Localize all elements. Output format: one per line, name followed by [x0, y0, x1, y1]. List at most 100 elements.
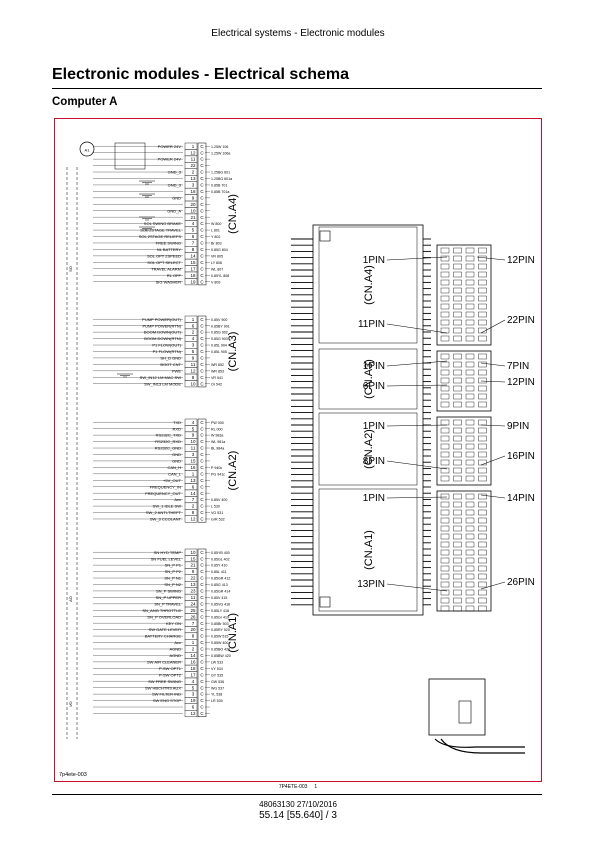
pin-number: 6	[192, 705, 195, 710]
contact-marker: C	[200, 634, 204, 639]
signal-label: POWER 24V	[158, 157, 182, 162]
pin-socket	[465, 327, 475, 334]
pin-socket	[453, 255, 462, 262]
wire-code: GY 535	[211, 673, 223, 677]
wire-code: 1.25BG 601	[211, 171, 230, 175]
wire-code: PG 941c	[211, 472, 225, 476]
pin-number: 9	[192, 433, 195, 438]
pin-socket	[440, 271, 450, 278]
document-reference: 48063130 27/10/2016	[259, 800, 337, 809]
signal-label: Acc	[174, 640, 181, 645]
pin-socket	[453, 501, 462, 508]
wire-code: 0.85B 701a	[211, 190, 229, 194]
pin-number: 21	[190, 215, 196, 220]
pin-cell	[184, 380, 198, 388]
plug-housing	[428, 678, 486, 736]
signal-label: TRAVEL ALARM	[151, 266, 181, 271]
pin-callout-leader	[480, 319, 506, 334]
pin-socket	[465, 475, 475, 482]
pin-callout-label: 26PIN	[507, 577, 535, 588]
contact-marker: C	[200, 685, 204, 690]
pin-socket	[453, 263, 462, 270]
pin-socket	[478, 303, 487, 310]
pin-socket	[453, 385, 462, 392]
signal-label: PUMP POWER(OUT)	[142, 317, 181, 322]
contact-marker: C	[200, 698, 204, 703]
pin-socket	[453, 493, 462, 500]
pin-socket	[453, 327, 462, 334]
pin-socket	[453, 279, 462, 286]
contact-marker: C	[200, 336, 204, 341]
signal-label: SN HYD TEMP	[154, 550, 182, 555]
pin-callout-label: 7PIN	[507, 361, 529, 372]
pin-socket	[440, 361, 450, 368]
pin-callout-leader	[480, 424, 506, 427]
pin-callout-label: 13PIN	[357, 579, 385, 590]
pin-cell	[184, 710, 198, 717]
pin-socket	[478, 353, 487, 360]
signal-label: SW_3 CCOLANT	[150, 517, 182, 522]
pin-socket	[440, 319, 450, 326]
signal-label: RL OFF	[167, 273, 182, 278]
pin-socket	[453, 287, 462, 294]
pin-socket	[453, 377, 462, 384]
signal-label: NL BATTERY	[157, 247, 181, 252]
pin-socket	[478, 605, 487, 612]
signal-label: TXD	[173, 420, 181, 425]
wire-code: 0.85B 701	[211, 184, 227, 188]
pin-socket	[440, 525, 450, 532]
signal-label: CAN_H	[167, 465, 181, 470]
pin-socket	[453, 517, 462, 524]
pin-number: 11	[191, 157, 196, 162]
pin-socket	[478, 247, 487, 254]
pin-socket	[465, 353, 475, 360]
signal-label: P-SW OPT1	[159, 666, 182, 671]
pin-number: 10	[190, 381, 196, 386]
pin-number: 3	[192, 452, 195, 457]
pin-socket	[465, 509, 475, 516]
contact-marker: C	[200, 582, 204, 587]
pin-socket	[478, 385, 487, 392]
signal-label: SH_D GND	[160, 356, 181, 361]
signal-label: SW GATE LEVER	[149, 627, 181, 632]
wire-code: L 530	[211, 505, 220, 509]
contact-marker: C	[200, 672, 204, 677]
pin-callout-label: 12PIN	[507, 377, 535, 388]
wire-code: 0.85Y 410	[211, 564, 227, 568]
pin-socket	[478, 311, 487, 318]
pin-socket	[478, 271, 487, 278]
contact-marker: C	[200, 330, 204, 335]
pin-socket	[465, 255, 475, 262]
pin-socket	[465, 287, 475, 294]
contact-marker: C	[200, 692, 204, 697]
pin-socket	[440, 451, 450, 458]
contact-marker: C	[200, 459, 204, 464]
contact-marker: C	[200, 510, 204, 515]
pin-number: 20	[190, 627, 196, 632]
module-section-label: (CN.A2)	[363, 429, 375, 469]
connector-strip	[197, 548, 207, 717]
wire-code: WL 807	[211, 267, 223, 271]
wire-code: VR 541	[211, 376, 223, 380]
wire-code: 0.85BO 420	[211, 648, 230, 652]
module-section-label: (CN.A3)	[363, 359, 375, 399]
pin-socket	[453, 451, 462, 458]
wire-code: VG 531	[211, 511, 223, 515]
pin-socket	[465, 311, 475, 318]
pin-number: 7	[192, 497, 195, 502]
wire-code: YL 538	[211, 693, 222, 697]
contact-marker: C	[200, 614, 204, 619]
signal-label: BATTERY CHARGE	[145, 634, 182, 639]
signal-label: SN_P P1	[165, 563, 182, 568]
signal-label: SN_P OVERLOAD	[147, 614, 181, 619]
pin-number: 4	[192, 420, 195, 425]
contact-marker: C	[200, 576, 204, 581]
pin-socket	[440, 287, 450, 294]
signal-label: BOOM DOWN(RTN)	[144, 336, 181, 341]
contact-marker: C	[200, 556, 204, 561]
contact-marker: C	[200, 183, 204, 188]
contact-marker: C	[200, 439, 204, 444]
pin-number: 17	[190, 266, 196, 271]
